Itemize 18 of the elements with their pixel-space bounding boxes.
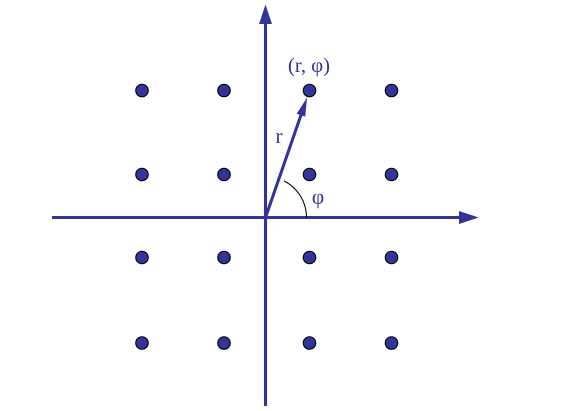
constellation-dot [135, 168, 149, 182]
constellation-dot [384, 84, 398, 98]
point-label: (r, φ) [288, 58, 330, 76]
constellation-dot [384, 250, 398, 264]
angle-label: φ [312, 194, 324, 208]
constellation-dot [302, 250, 316, 264]
constellation-dot [217, 250, 231, 264]
constellation-dot [384, 336, 398, 350]
constellation-dot [135, 250, 149, 264]
constellation-dot [135, 84, 149, 98]
constellation-dot [302, 336, 316, 350]
constellation-dot [384, 168, 398, 182]
constellation-dot [135, 336, 149, 350]
constellation-dot [217, 168, 231, 182]
edge-label: r [276, 132, 282, 144]
constellation-dot [217, 84, 231, 98]
constellation-dot [302, 168, 316, 182]
constellation-dot [217, 336, 231, 350]
